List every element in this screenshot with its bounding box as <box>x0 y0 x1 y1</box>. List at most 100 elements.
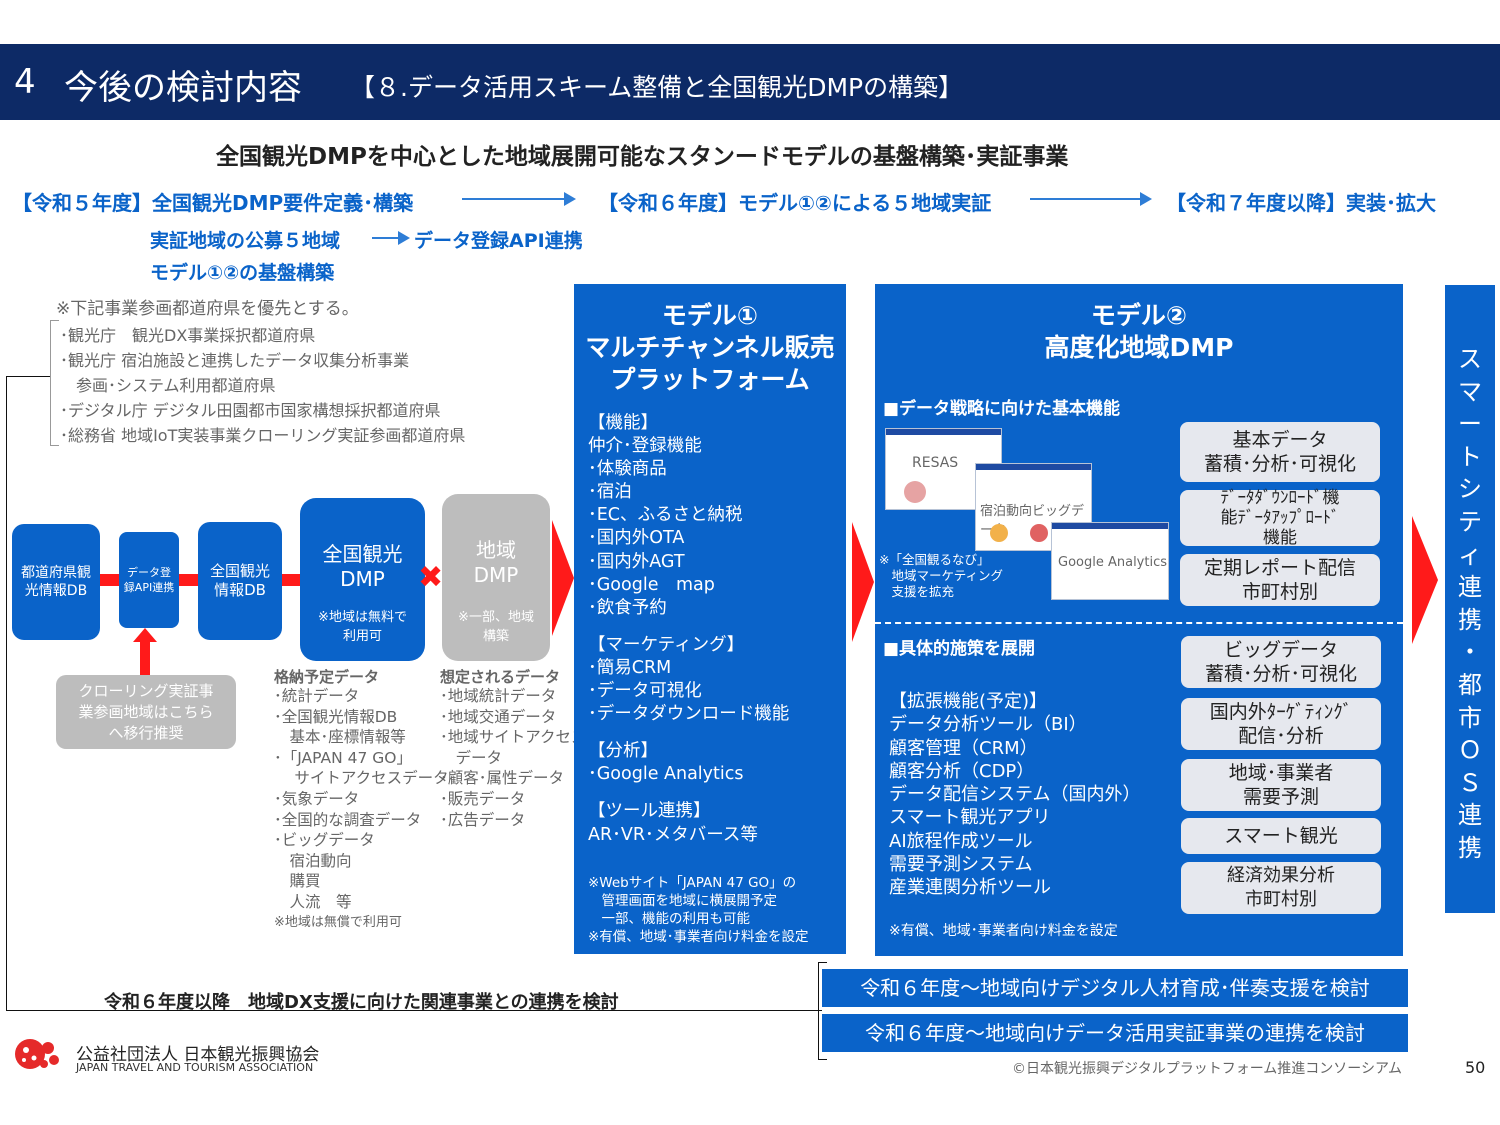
model1-panel: モデル① マルチチャンネル販売 プラットフォーム 【機能】 仲介･登録機能 ･体… <box>574 284 846 954</box>
smart-city-char: 連 <box>1458 573 1482 602</box>
model1-body: 【機能】 仲介･登録機能 ･体験商品 ･宿泊 ･EC、ふるさと納税 ･国内外OT… <box>588 412 789 847</box>
section-divider <box>875 622 1403 624</box>
pie-icon <box>904 481 926 503</box>
model1-note: ※Webサイト「JAPAN 47 GO」の <box>588 875 797 891</box>
model1-notes: ※Webサイト「JAPAN 47 GO」の 管理画面を地域に横展開予定 一部、機… <box>588 874 809 946</box>
ext-list: 【拡張機能(予定)】 データ分析ツール（BI） 顧客管理（CRM） 顧客分析（C… <box>889 690 1140 900</box>
ga-screenshot: Google Analytics <box>1051 522 1169 600</box>
basic-box-line: 蓄積･分析･可視化 <box>1203 453 1356 475</box>
smart-city-char: Ｏ <box>1458 736 1482 765</box>
measure-box-line: 蓄積･分析･可視化 <box>1204 663 1357 685</box>
crawl-box: クローリング実証事業参画地域はこちらへ移行推奨 <box>56 675 236 749</box>
timeline-r5: 【令和５年度】全国観光DMP要件定義･構築 <box>12 191 414 215</box>
measure-box-line: スマート観光 <box>1224 825 1338 847</box>
ext-line: 顧客管理（CRM） <box>889 737 1038 759</box>
prefecture-db-label: 都道府県観光情報DB <box>21 565 91 599</box>
basic-box-1: 基本データ 蓄積･分析･可視化 <box>1180 422 1380 482</box>
up-arrow-head <box>133 628 157 642</box>
timeline-sub2: データ登録API連携 <box>414 230 583 252</box>
screenshot-header <box>1052 523 1168 529</box>
gauge-icon <box>1030 524 1048 542</box>
model1-note: 一部、機能の利用も可能 <box>588 911 750 927</box>
storage-item: ･全国観光情報DB <box>274 707 398 726</box>
storage-item: ･「JAPAN 47 GO」 <box>274 748 412 767</box>
smart-city-char: マ <box>1458 377 1482 406</box>
national-dmp-box: 全国観光DMP ※地域は無料で利用可 <box>300 498 425 661</box>
assumed-item: ･地域統計データ <box>440 687 557 705</box>
priority-list: ･観光庁 観光DX事業採択都道府県 ･観光庁 宿泊施設と連携したデータ収集分析事… <box>60 323 465 448</box>
model1-line: ･宿泊 <box>588 482 632 503</box>
gauge-icon <box>990 524 1008 542</box>
priority-item: ･総務省 地域IoT実装事業クローリング実証参画都道府県 <box>60 426 466 445</box>
page-subtitle: 【８.データ活用スキーム整備と全国観光DMPの構築】 <box>350 73 964 102</box>
storage-item: ･統計データ <box>274 687 360 705</box>
timeline-r7: 【令和７年度以降】実装･拡大 <box>1166 191 1436 215</box>
assumed-item: ･販売データ <box>440 789 526 808</box>
model2-title-line: モデル② <box>1090 301 1188 330</box>
basic-box-line: ﾃﾞｰﾀﾀﾞｳﾝﾛｰﾄﾞ機 <box>1220 488 1340 508</box>
section-number: 4 <box>14 62 36 102</box>
model1-note: ※有償、地域･事業者向け料金を設定 <box>588 929 809 945</box>
measure-box-line: 地域･事業者 <box>1228 762 1334 784</box>
national-db-label: 全国観光情報DB <box>209 562 270 599</box>
model2-panel: モデル② 高度化地域DMP ■データ戦略に向けた基本機能 RESAS 宿泊動向ビ… <box>875 284 1403 956</box>
storage-item: ･気象データ <box>274 789 360 808</box>
storage-item: 購買 <box>274 872 321 891</box>
page-title: 今後の検討内容 <box>64 68 302 108</box>
org-name-en: JAPAN TRAVEL AND TOURISM ASSOCIATION <box>76 1061 314 1074</box>
model1-line: ･体験商品 <box>588 459 667 480</box>
basic-box-line: 基本データ <box>1232 429 1328 451</box>
header-bar: 4 今後の検討内容 【８.データ活用スキーム整備と全国観光DMPの構築】 <box>0 44 1500 120</box>
model1-line: AR･VR･メタバース等 <box>588 824 758 845</box>
ext-line: データ分析ツール（BI） <box>889 714 1087 736</box>
model2-title: モデル② 高度化地域DMP <box>875 300 1403 364</box>
model2-section1: ■データ戦略に向けた基本機能 <box>883 399 1121 419</box>
priority-item: 参画･システム利用都道府県 <box>60 376 276 395</box>
model2-section2: ■具体的施策を展開 <box>883 639 1036 659</box>
model2-title-line: 高度化地域DMP <box>1044 333 1234 362</box>
model1-spacer <box>588 726 789 740</box>
copyright: ©日本観光振興デジタルプラットフォーム推進コンソーシアム <box>1012 1061 1403 1077</box>
screenshot-header <box>886 429 1001 435</box>
ga-label: Google Analytics <box>1058 555 1168 570</box>
model1-spacer <box>588 620 789 634</box>
ext-line: 産業連関分析ツール <box>889 877 1051 899</box>
screenshot-header <box>976 464 1091 470</box>
national-dmp-title: 全国観光DMP <box>322 542 403 591</box>
measure-box-2: 国内外ﾀｰｹﾞﾃｨﾝｸﾞ 配信･分析 <box>1181 698 1381 750</box>
bottom-bar-2: 令和６年度～地域向けデータ活用実証事業の連携を検討 <box>822 1014 1408 1052</box>
smart-city-char: ・ <box>1458 638 1482 667</box>
model1-line: ･Google map <box>588 574 715 595</box>
storage-item: サイトアクセスデータ <box>274 769 449 788</box>
measure-box-line: ビッグデータ <box>1223 639 1338 661</box>
national-dmp-note: ※地域は無料で利用可 <box>318 610 407 644</box>
storage-item: 人流 等 <box>274 892 352 911</box>
model1-line: ･国内外AGT <box>588 551 685 572</box>
national-db-box: 全国観光情報DB <box>198 522 282 640</box>
smart-city-char: ィ <box>1458 540 1482 569</box>
model1-title-line: プラットフォーム <box>610 365 810 394</box>
storage-note: ※地域は無償で利用可 <box>274 914 402 930</box>
priority-bracket <box>50 320 59 446</box>
red-arrow-2 <box>852 522 874 642</box>
bottom-bar-1: 令和６年度～地域向けデジタル人材育成･伴奏支援を検討 <box>822 969 1408 1007</box>
priority-item: ･デジタル庁 デジタル田園都市国家構想採択都道府県 <box>60 401 441 420</box>
measure-box-line: 国内外ﾀｰｹﾞﾃｨﾝｸﾞ <box>1209 701 1353 723</box>
basic-box-line: 能ﾃﾞｰﾀｱｯﾌﾟﾛｰﾄﾞ <box>1220 508 1340 528</box>
assumed-item: ･地域交通データ <box>440 707 557 726</box>
smart-city-char: 市 <box>1458 703 1482 732</box>
logo-icon <box>15 1039 59 1069</box>
assumed-list: ･地域統計データ ･地域交通データ ･地域サイトアクセス データ ･顧客･属性デ… <box>440 686 586 830</box>
assumed-item: ･広告データ <box>440 810 526 829</box>
model1-spacer <box>588 786 789 800</box>
priority-note: ※下記事業参画都道府県を優先とする。 <box>56 299 359 319</box>
red-arrow-1 <box>552 520 574 636</box>
timeline-arrow-2 <box>1030 192 1152 206</box>
assumed-item: ･顧客･属性データ <box>440 769 565 788</box>
ext-line: データ配信システム（国内外） <box>889 784 1141 806</box>
basic-box-line: 市町村別 <box>1241 581 1318 603</box>
model1-line: 仲介･登録機能 <box>588 436 702 457</box>
ext-line: 需要予測システム <box>889 854 1033 876</box>
